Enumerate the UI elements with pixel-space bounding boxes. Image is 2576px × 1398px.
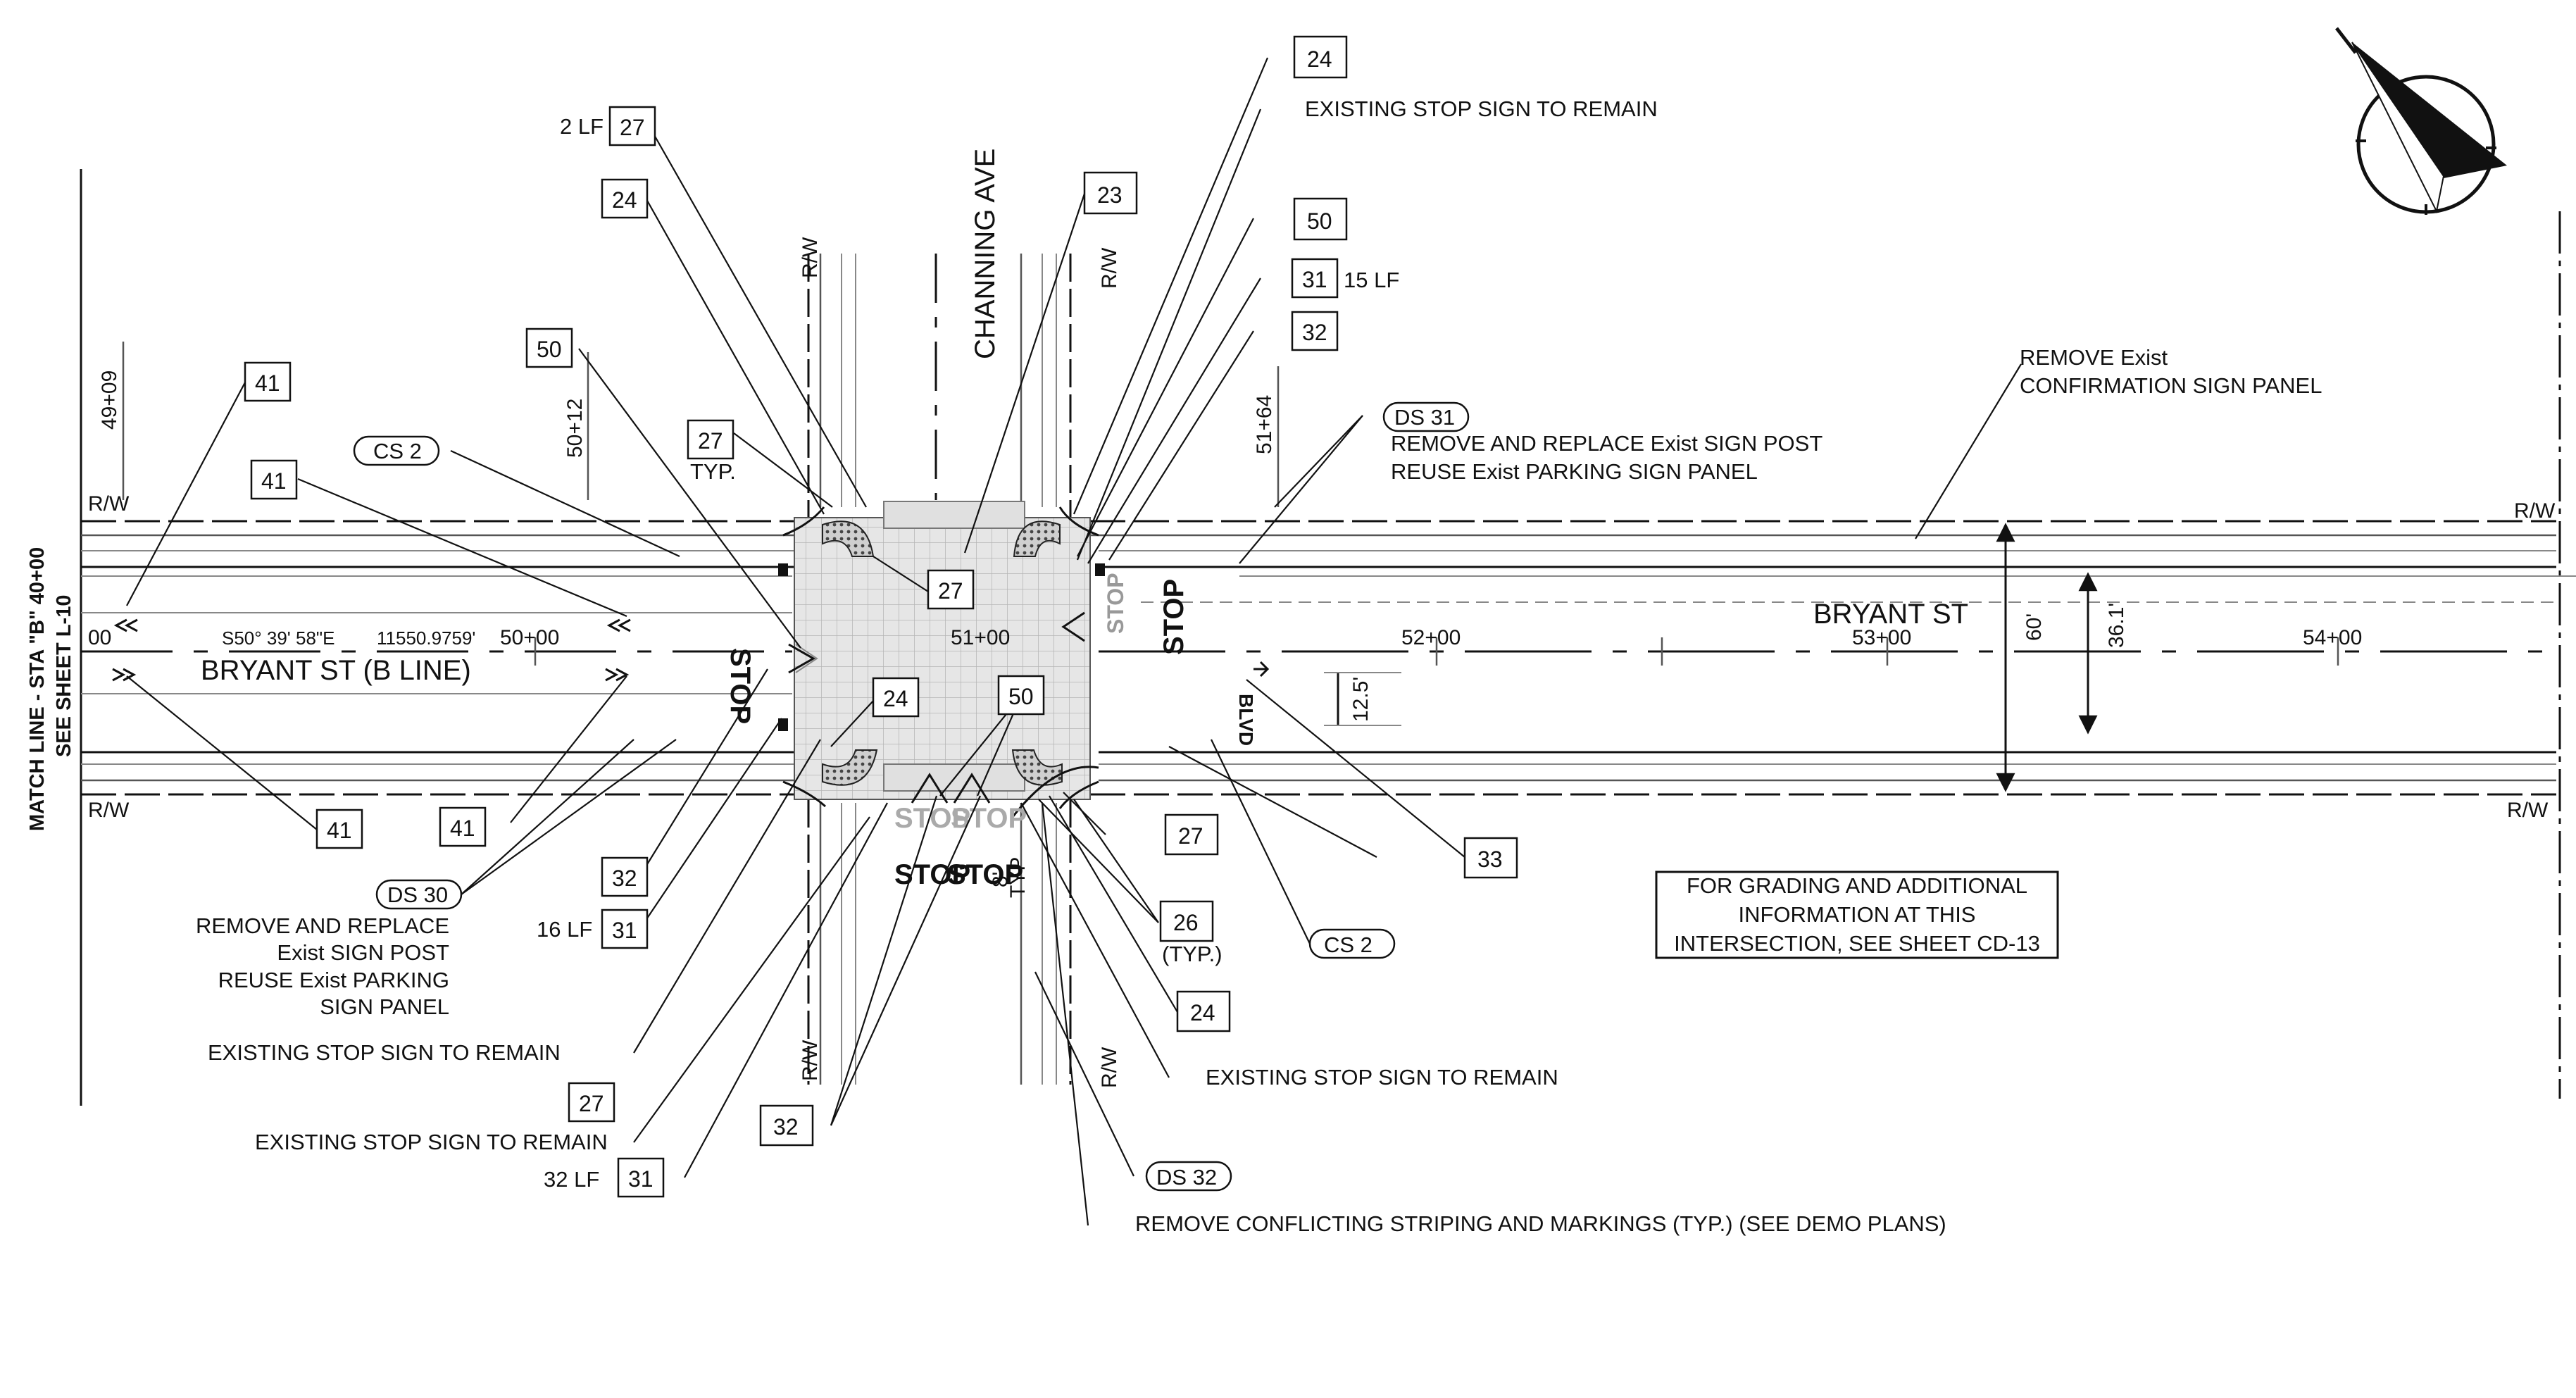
dim-typ: TYP xyxy=(1006,857,1030,898)
rw-label-n-east: R/W xyxy=(1098,247,1121,289)
match-line-label: MATCH LINE - STA "B" 40+00 xyxy=(26,547,49,831)
callout-41-a: 41 xyxy=(255,370,280,396)
callout-33: 33 xyxy=(1477,847,1503,872)
rw-label-sw: R/W xyxy=(88,799,130,822)
callout-41-c: 41 xyxy=(327,818,352,843)
match-line-sheet: SEE SHEET L-10 xyxy=(53,595,75,757)
ds30-note-3: REUSE Exist PARKING xyxy=(218,968,449,992)
callout-31-bottom: 31 xyxy=(628,1166,654,1192)
station-00: 00 xyxy=(88,626,111,649)
typ-label: TYP. xyxy=(690,459,736,484)
callout-32-top: 32 xyxy=(1302,320,1327,345)
callout-24-south: 24 xyxy=(883,686,908,711)
ds31-note-1: REMOVE AND REPLACE Exist SIGN POST xyxy=(1391,431,1822,456)
north-arrow-icon xyxy=(2335,27,2507,215)
grading-note-3: INTERSECTION, SEE SHEET CD-13 xyxy=(1674,931,2040,956)
existing-stop-note-sw1: EXISTING STOP SIGN TO REMAIN xyxy=(208,1040,561,1065)
blvd-legend: BLVD xyxy=(1235,694,1257,746)
ds30-note-2: Exist SIGN POST xyxy=(277,940,449,965)
callout-41-d: 41 xyxy=(450,816,475,841)
station-5200: 52+00 xyxy=(1401,626,1461,649)
callout-31-top: 31 xyxy=(1302,267,1327,292)
station-5164: 51+64 xyxy=(1253,395,1276,454)
rw-label-nw: R/W xyxy=(88,492,130,516)
channing-ave-label: CHANNING AVE xyxy=(970,149,1001,359)
pavement-markings xyxy=(112,611,1270,804)
station-5300: 53+00 xyxy=(1852,626,1911,649)
dim-12-5: 12.5' xyxy=(1349,677,1373,722)
callout-50: 50 xyxy=(537,337,562,362)
rw-label-s-west: R/W xyxy=(799,1040,822,1081)
length-32lf: 32 LF xyxy=(544,1167,599,1192)
remove-striping-note: REMOVE CONFLICTING STRIPING AND MARKINGS… xyxy=(1135,1211,1946,1236)
station-5000: 50+00 xyxy=(500,626,559,649)
callout-50-right: 50 xyxy=(1307,208,1332,234)
callout-27-bottom: 27 xyxy=(579,1091,604,1116)
distance: 11550.9759' xyxy=(377,628,475,649)
tag-cs2: CS 2 xyxy=(373,439,422,463)
station-5100: 51+00 xyxy=(951,626,1010,649)
rw-label-s-east: R/W xyxy=(1098,1047,1121,1088)
callout-24: 24 xyxy=(612,187,637,213)
ds30-note-1: REMOVE AND REPLACE xyxy=(196,913,449,938)
roadway-linework xyxy=(80,169,2576,1106)
remove-confirmation-1: REMOVE Exist xyxy=(2020,345,2168,370)
rw-label-n-west: R/W xyxy=(799,237,822,278)
rw-label-ne: R/W xyxy=(2514,499,2556,523)
existing-stop-note-ne: EXISTING STOP SIGN TO REMAIN xyxy=(1305,96,1658,121)
bearing: S50° 39' 58"E xyxy=(222,628,334,649)
stop-legend-west: STOP xyxy=(725,648,756,724)
grading-note-box xyxy=(1655,870,2059,959)
stop-legend-south-faint-2: STOP xyxy=(951,803,1027,834)
length-16lf: 16 LF xyxy=(537,917,592,942)
dim-8: 8' xyxy=(989,872,1012,887)
rw-label-se: R/W xyxy=(2507,799,2549,822)
station-5012: 50+12 xyxy=(563,399,587,458)
callout-32-left: 32 xyxy=(612,866,637,891)
length-15lf: 15 LF xyxy=(1344,268,1399,292)
tag-ds32: DS 32 xyxy=(1156,1165,1217,1190)
callout-24-se: 24 xyxy=(1190,1000,1215,1025)
intersection-area xyxy=(778,501,1105,818)
callout-27-center: 27 xyxy=(938,578,963,604)
length-2lf: 2 LF xyxy=(560,114,604,139)
callout-leaders xyxy=(126,57,2022,1226)
callout-23: 23 xyxy=(1097,182,1123,208)
tag-ds31: DS 31 xyxy=(1394,405,1455,430)
callout-27: 27 xyxy=(620,115,645,140)
station-4909: 49+09 xyxy=(98,370,121,430)
callout-31-left: 31 xyxy=(612,918,637,943)
existing-stop-note-se: EXISTING STOP SIGN TO REMAIN xyxy=(1206,1065,1558,1090)
stop-legend-east-2: STOP xyxy=(1103,573,1128,634)
callout-26: 26 xyxy=(1173,910,1199,935)
callout-27-east: 27 xyxy=(1178,823,1203,849)
callout-27-box xyxy=(608,106,656,146)
dim-36-1: 36.1' xyxy=(2105,603,2128,648)
tag-ds30: DS 30 xyxy=(387,882,448,907)
remove-confirmation-2: CONFIRMATION SIGN PANEL xyxy=(2020,373,2322,398)
tag-cs2-south: CS 2 xyxy=(1324,932,1373,957)
ds31-note-2: REUSE Exist PARKING SIGN PANEL xyxy=(1391,459,1758,484)
stop-legend-south-1: STOP xyxy=(894,859,970,890)
stop-legend-south-2: STOP xyxy=(947,859,1023,890)
grading-note-2: INFORMATION AT THIS xyxy=(1738,902,1975,927)
dim-60: 60' xyxy=(2022,613,2046,641)
existing-stop-note-sw2: EXISTING STOP SIGN TO REMAIN xyxy=(255,1130,608,1154)
callout-50-south: 50 xyxy=(1008,684,1034,709)
station-5400: 54+00 xyxy=(2303,626,2362,649)
callout-32-bottom: 32 xyxy=(773,1114,799,1140)
grading-note-1: FOR GRADING AND ADDITIONAL xyxy=(1687,873,2027,898)
bryant-st-label: BRYANT ST xyxy=(1813,599,1968,630)
tag-cs2-box xyxy=(353,435,440,466)
stop-legend-east: STOP xyxy=(1158,579,1189,655)
callout-41-b: 41 xyxy=(261,468,287,494)
typ-paren: (TYP.) xyxy=(1162,942,1223,966)
bryant-b-line-label: BRYANT ST (B LINE) xyxy=(201,655,471,686)
callout-27-typ: 27 xyxy=(698,428,723,454)
ds30-note-4: SIGN PANEL xyxy=(320,994,449,1019)
callout-24-top: 24 xyxy=(1307,46,1332,72)
